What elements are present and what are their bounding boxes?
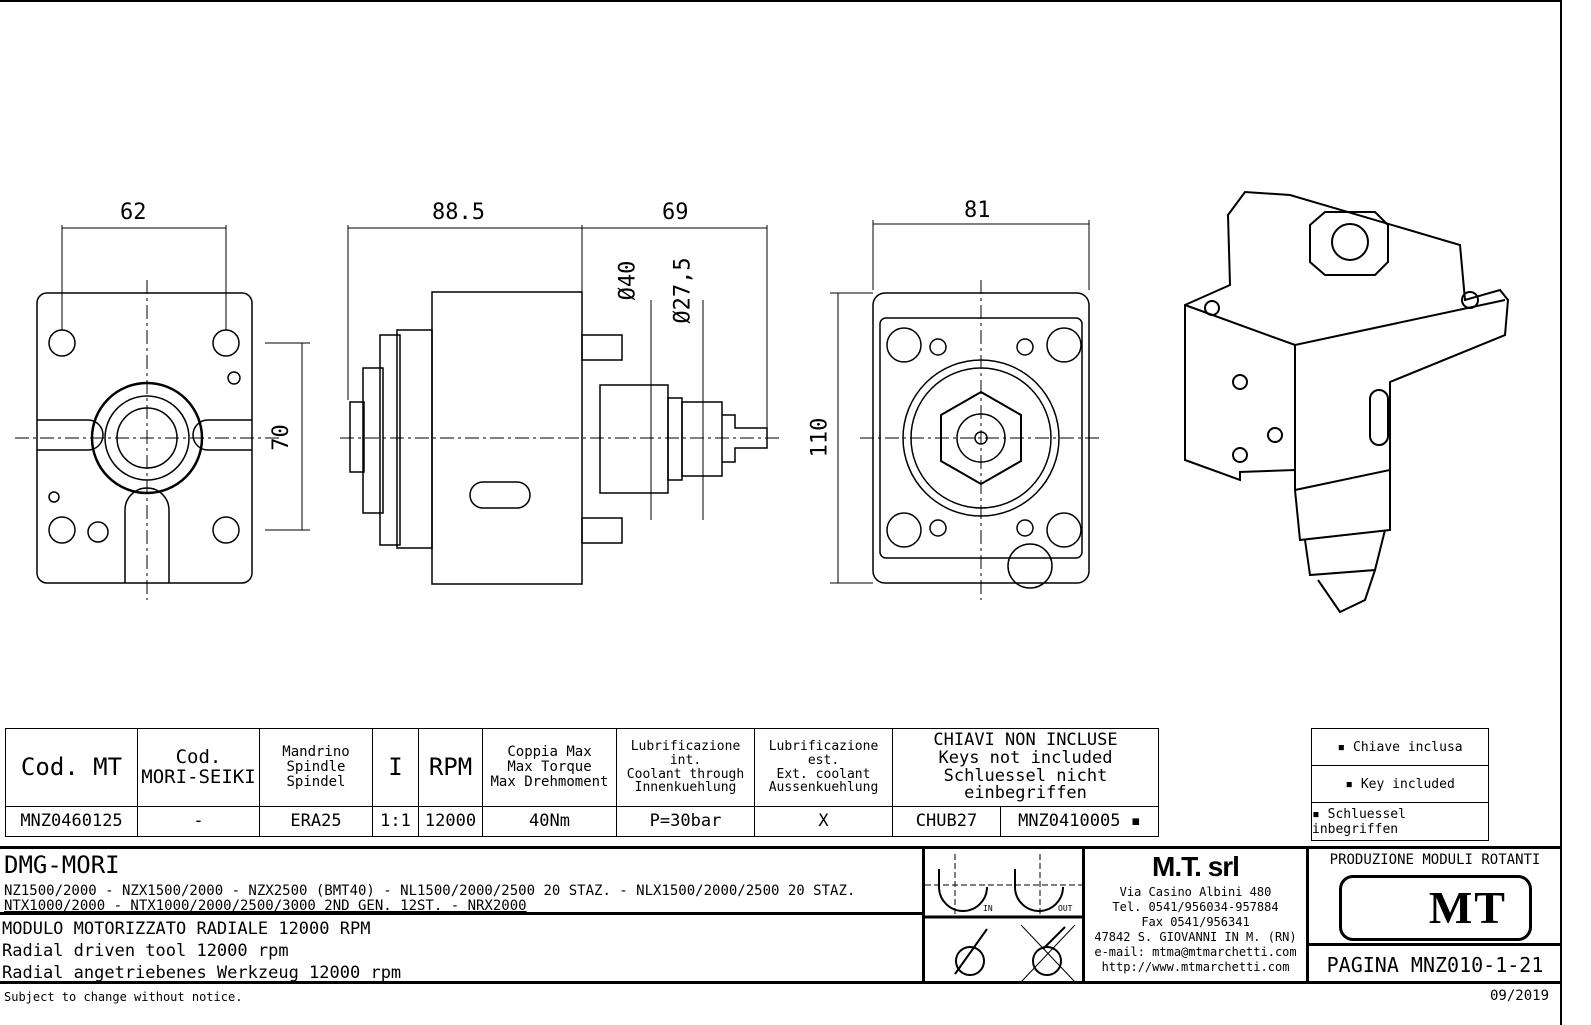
address-3: Fax 0541/956341	[1141, 915, 1250, 929]
rotation-icons: IN OUT	[922, 849, 1085, 984]
header-text: Ext. coolant	[776, 766, 871, 782]
technical-drawings	[15, 190, 1510, 614]
header-text: Cod. MT	[20, 752, 123, 781]
dim-front-height: 70	[268, 424, 294, 451]
logo-text: MT	[1428, 882, 1507, 933]
dim-rear-width: 81	[964, 198, 991, 223]
production-block: PRODUZIONE MODULI ROTANTI MT PAGINA MNZ0…	[1309, 849, 1561, 984]
header-rpm: RPM	[418, 728, 483, 807]
address-2: Tel. 0541/956034-957884	[1112, 900, 1279, 914]
header-text: Innenkuehlung	[634, 780, 737, 796]
header-cod-mt: Cod. MT	[5, 728, 138, 807]
cell-cod-mori: -	[137, 806, 260, 837]
cell-coolant-int: P=30bar	[616, 806, 755, 837]
keys-legend: ▪ Chiave inclusa ▪ Key included ▪ Schlue…	[1311, 728, 1489, 841]
address-1: Via Casino Albini 480	[1119, 885, 1272, 899]
header-text: Aussenkuehlung	[768, 780, 879, 796]
disclaimer: Subject to change without notice.	[4, 990, 243, 1004]
cell-spindle: ERA25	[259, 806, 373, 837]
address-4: 47842 S. GIOVANNI IN M. (RN)	[1094, 930, 1297, 944]
machine-block: DMG-MORI NZ1500/2000 - NZX1500/2000 - NZ…	[0, 849, 922, 915]
title-block: DMG-MORI NZ1500/2000 - NZX1500/2000 - NZ…	[0, 846, 1561, 984]
models-line-1: NZ1500/2000 - NZX1500/2000 - NZX2500 (BM…	[4, 883, 856, 899]
brand: DMG-MORI	[4, 851, 120, 879]
cell-key-1: CHUB27	[892, 806, 1001, 837]
header-text: Mandrino	[282, 744, 350, 761]
rotation-in-label: IN	[983, 904, 993, 913]
rotation-out-label: OUT	[1058, 904, 1073, 913]
legend-en: ▪ Key included	[1312, 766, 1488, 803]
header-text: Cod.	[175, 745, 222, 768]
header-text: Spindle	[286, 759, 346, 776]
header-cod-mori: Cod.MORI-SEIKI	[137, 728, 260, 807]
dim-diameter-27: Ø27,5	[670, 257, 696, 324]
header-text: Coolant through	[626, 766, 745, 782]
dim-front-width: 62	[120, 200, 147, 225]
header-text: CHIAVI NON INCLUSE	[933, 729, 1118, 750]
cell-ratio: 1:1	[372, 806, 419, 837]
header-text: RPM	[428, 752, 473, 781]
revision-date: 09/2019	[1490, 988, 1550, 1004]
company-name: M.T. srl	[1152, 851, 1240, 882]
header-text: Schluessel nicht einbegriffen	[943, 765, 1108, 804]
header-text: MORI-SEIKI	[141, 765, 256, 788]
header-text: Max Torque	[507, 759, 592, 776]
description-block: MODULO MOTORIZZATO RADIALE 12000 RPM Rad…	[0, 918, 922, 984]
dim-diameter-40: Ø40	[615, 260, 641, 301]
cell-cod-mt: MNZ0460125	[5, 806, 138, 837]
isometric-view	[1184, 190, 1510, 614]
page-code: PAGINA MNZ010-1-21	[1309, 943, 1561, 984]
website: http://www.mtmarchetti.com	[1101, 960, 1290, 974]
header-ratio: I	[372, 728, 419, 807]
company-block: M.T. srl Via Casino Albini 480 Tel. 0541…	[1085, 849, 1309, 984]
cell-key-2: MNZ0410005 ▪	[1000, 806, 1159, 837]
desc-de: Radial angetriebenes Werkzeug 12000 rpm	[2, 963, 402, 983]
rotation-direction-icon	[925, 854, 1082, 983]
models-line-2: NTX1000/2000 - NTX1000/2000/2500/3000 2N…	[4, 898, 527, 914]
desc-en: Radial driven tool 12000 rpm	[2, 941, 289, 961]
header-text: Coppia Max	[507, 744, 592, 761]
front-view	[15, 225, 310, 600]
dim-side-length: 88.5	[432, 200, 485, 225]
cell-rpm: 12000	[418, 806, 483, 837]
header-text: Max Drehmoment	[490, 773, 609, 790]
cell-torque: 40Nm	[482, 806, 617, 837]
production-label: PRODUZIONE MODULI ROTANTI	[1329, 852, 1541, 868]
side-view	[340, 225, 780, 585]
desc-it: MODULO MOTORIZZATO RADIALE 12000 RPM	[2, 919, 371, 939]
table-row: MNZ0460125 - ERA25 1:1 12000 40Nm P=30ba…	[5, 806, 1159, 837]
dim-side-shank: 69	[662, 200, 689, 225]
header-text: Spindel	[286, 773, 346, 790]
legend-it: ▪ Chiave inclusa	[1312, 729, 1488, 766]
header-text: I	[388, 752, 403, 781]
legend-de: ▪ Schluessel inbegriffen	[1312, 806, 1406, 837]
dim-rear-height: 110	[807, 417, 833, 458]
cell-coolant-ext: X	[754, 806, 893, 837]
mt-logo: MT	[1339, 875, 1532, 941]
email: e-mail: mtma@mtmarchetti.com	[1094, 945, 1297, 959]
rear-view	[830, 220, 1100, 600]
header-text: Keys not included	[938, 747, 1113, 768]
header-text: Lubrificazione int.	[630, 739, 741, 768]
header-text: Lubrificazione est.	[768, 739, 879, 768]
